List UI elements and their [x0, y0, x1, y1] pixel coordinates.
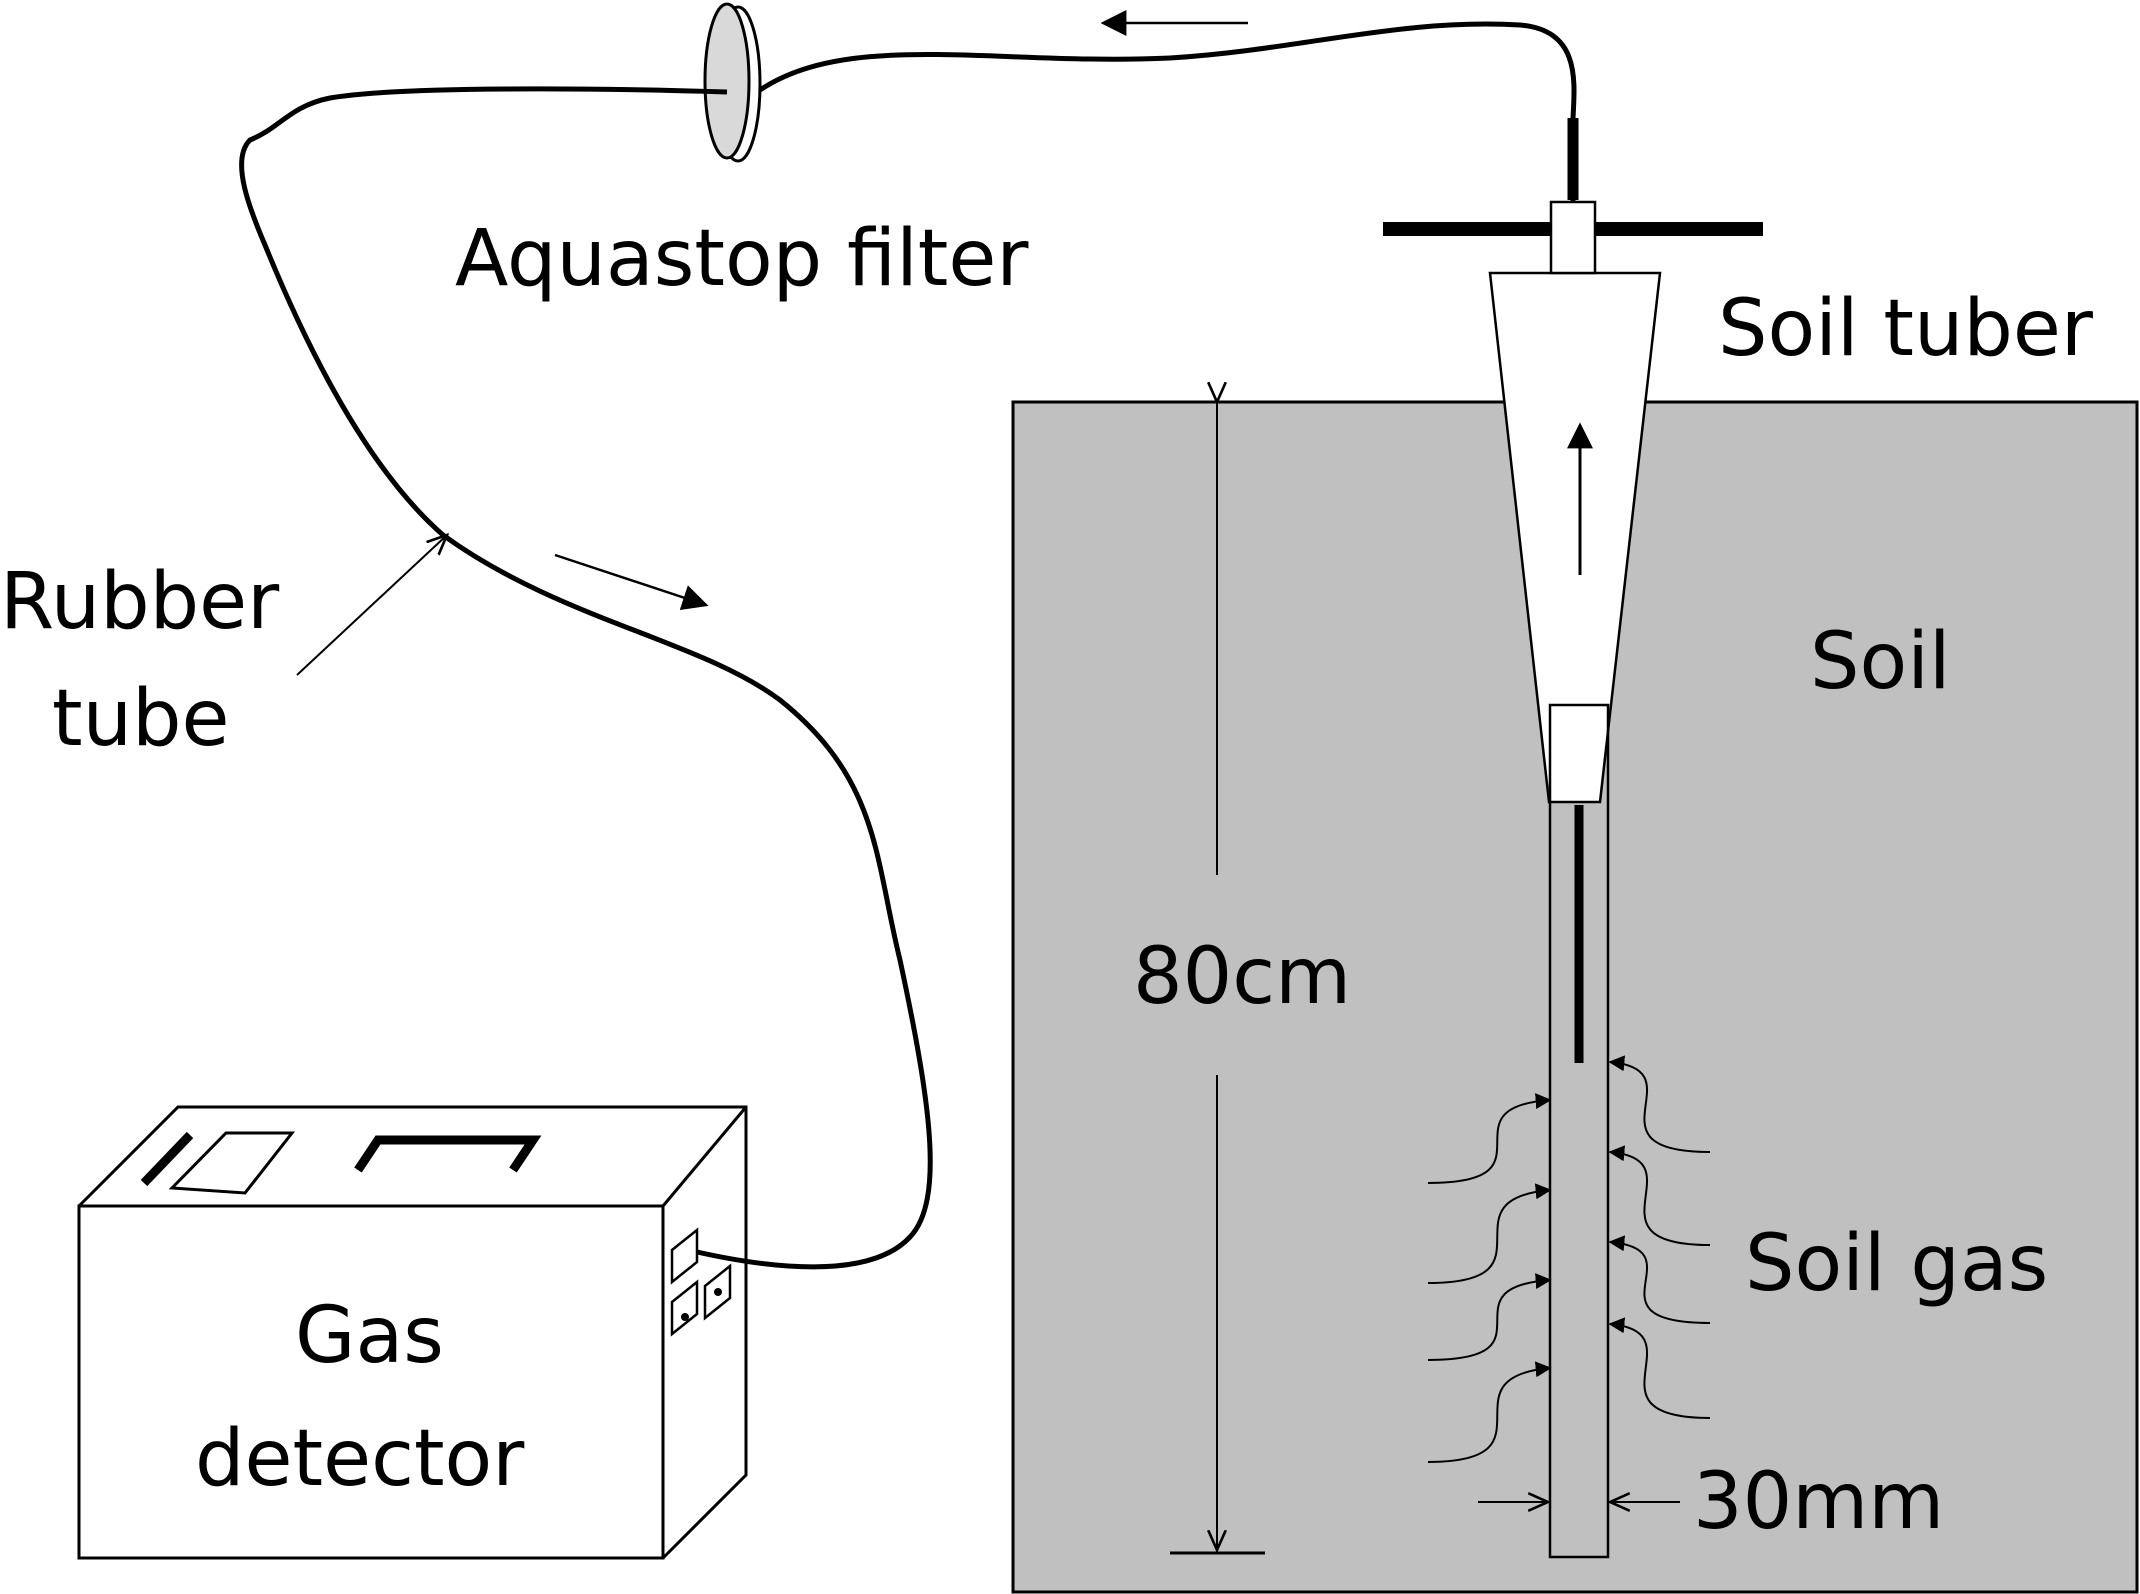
- soil-tuber-label: Soil tuber: [1718, 284, 2094, 374]
- tuber-probe: [1548, 703, 1610, 1559]
- soil-tuber: [1383, 200, 1763, 1559]
- gas-detector-label-line1: Gas: [295, 1291, 444, 1381]
- depth-label: 80cm: [1133, 932, 1351, 1022]
- soil-gas-label: Soil gas: [1745, 1219, 2048, 1309]
- depth-dimension: [1170, 402, 1265, 1555]
- rubber-tube-label-line1: Rubber: [0, 557, 280, 647]
- soil-gas-flow-arrows: [1427, 1055, 1711, 1463]
- rubber-tube: [239, 86, 933, 1270]
- rubber-tube-pointer: [296, 535, 447, 676]
- diameter-label: 30mm: [1693, 1457, 1944, 1547]
- detector-handle-icon: [354, 1135, 542, 1173]
- gas-detector-label-line2: detector: [195, 1414, 525, 1504]
- tube-tuber-to-filter: [758, 21, 1577, 202]
- detector-slot-icon: [140, 1131, 194, 1187]
- gas-detector: [77, 1105, 748, 1560]
- aquastop-filter-label: Aquastop filter: [455, 214, 1029, 304]
- detector-ports: [670, 1227, 732, 1337]
- tuber-cone: [1488, 271, 1662, 804]
- aquastop-filter: [703, 2, 762, 163]
- rubber-tube-flow-arrow: [554, 553, 709, 610]
- soil-label: Soil: [1810, 617, 1951, 707]
- rubber-tube-label-line2: tube: [52, 674, 230, 764]
- detector-display-icon: [168, 1131, 296, 1195]
- tuber-connector: [1549, 200, 1597, 275]
